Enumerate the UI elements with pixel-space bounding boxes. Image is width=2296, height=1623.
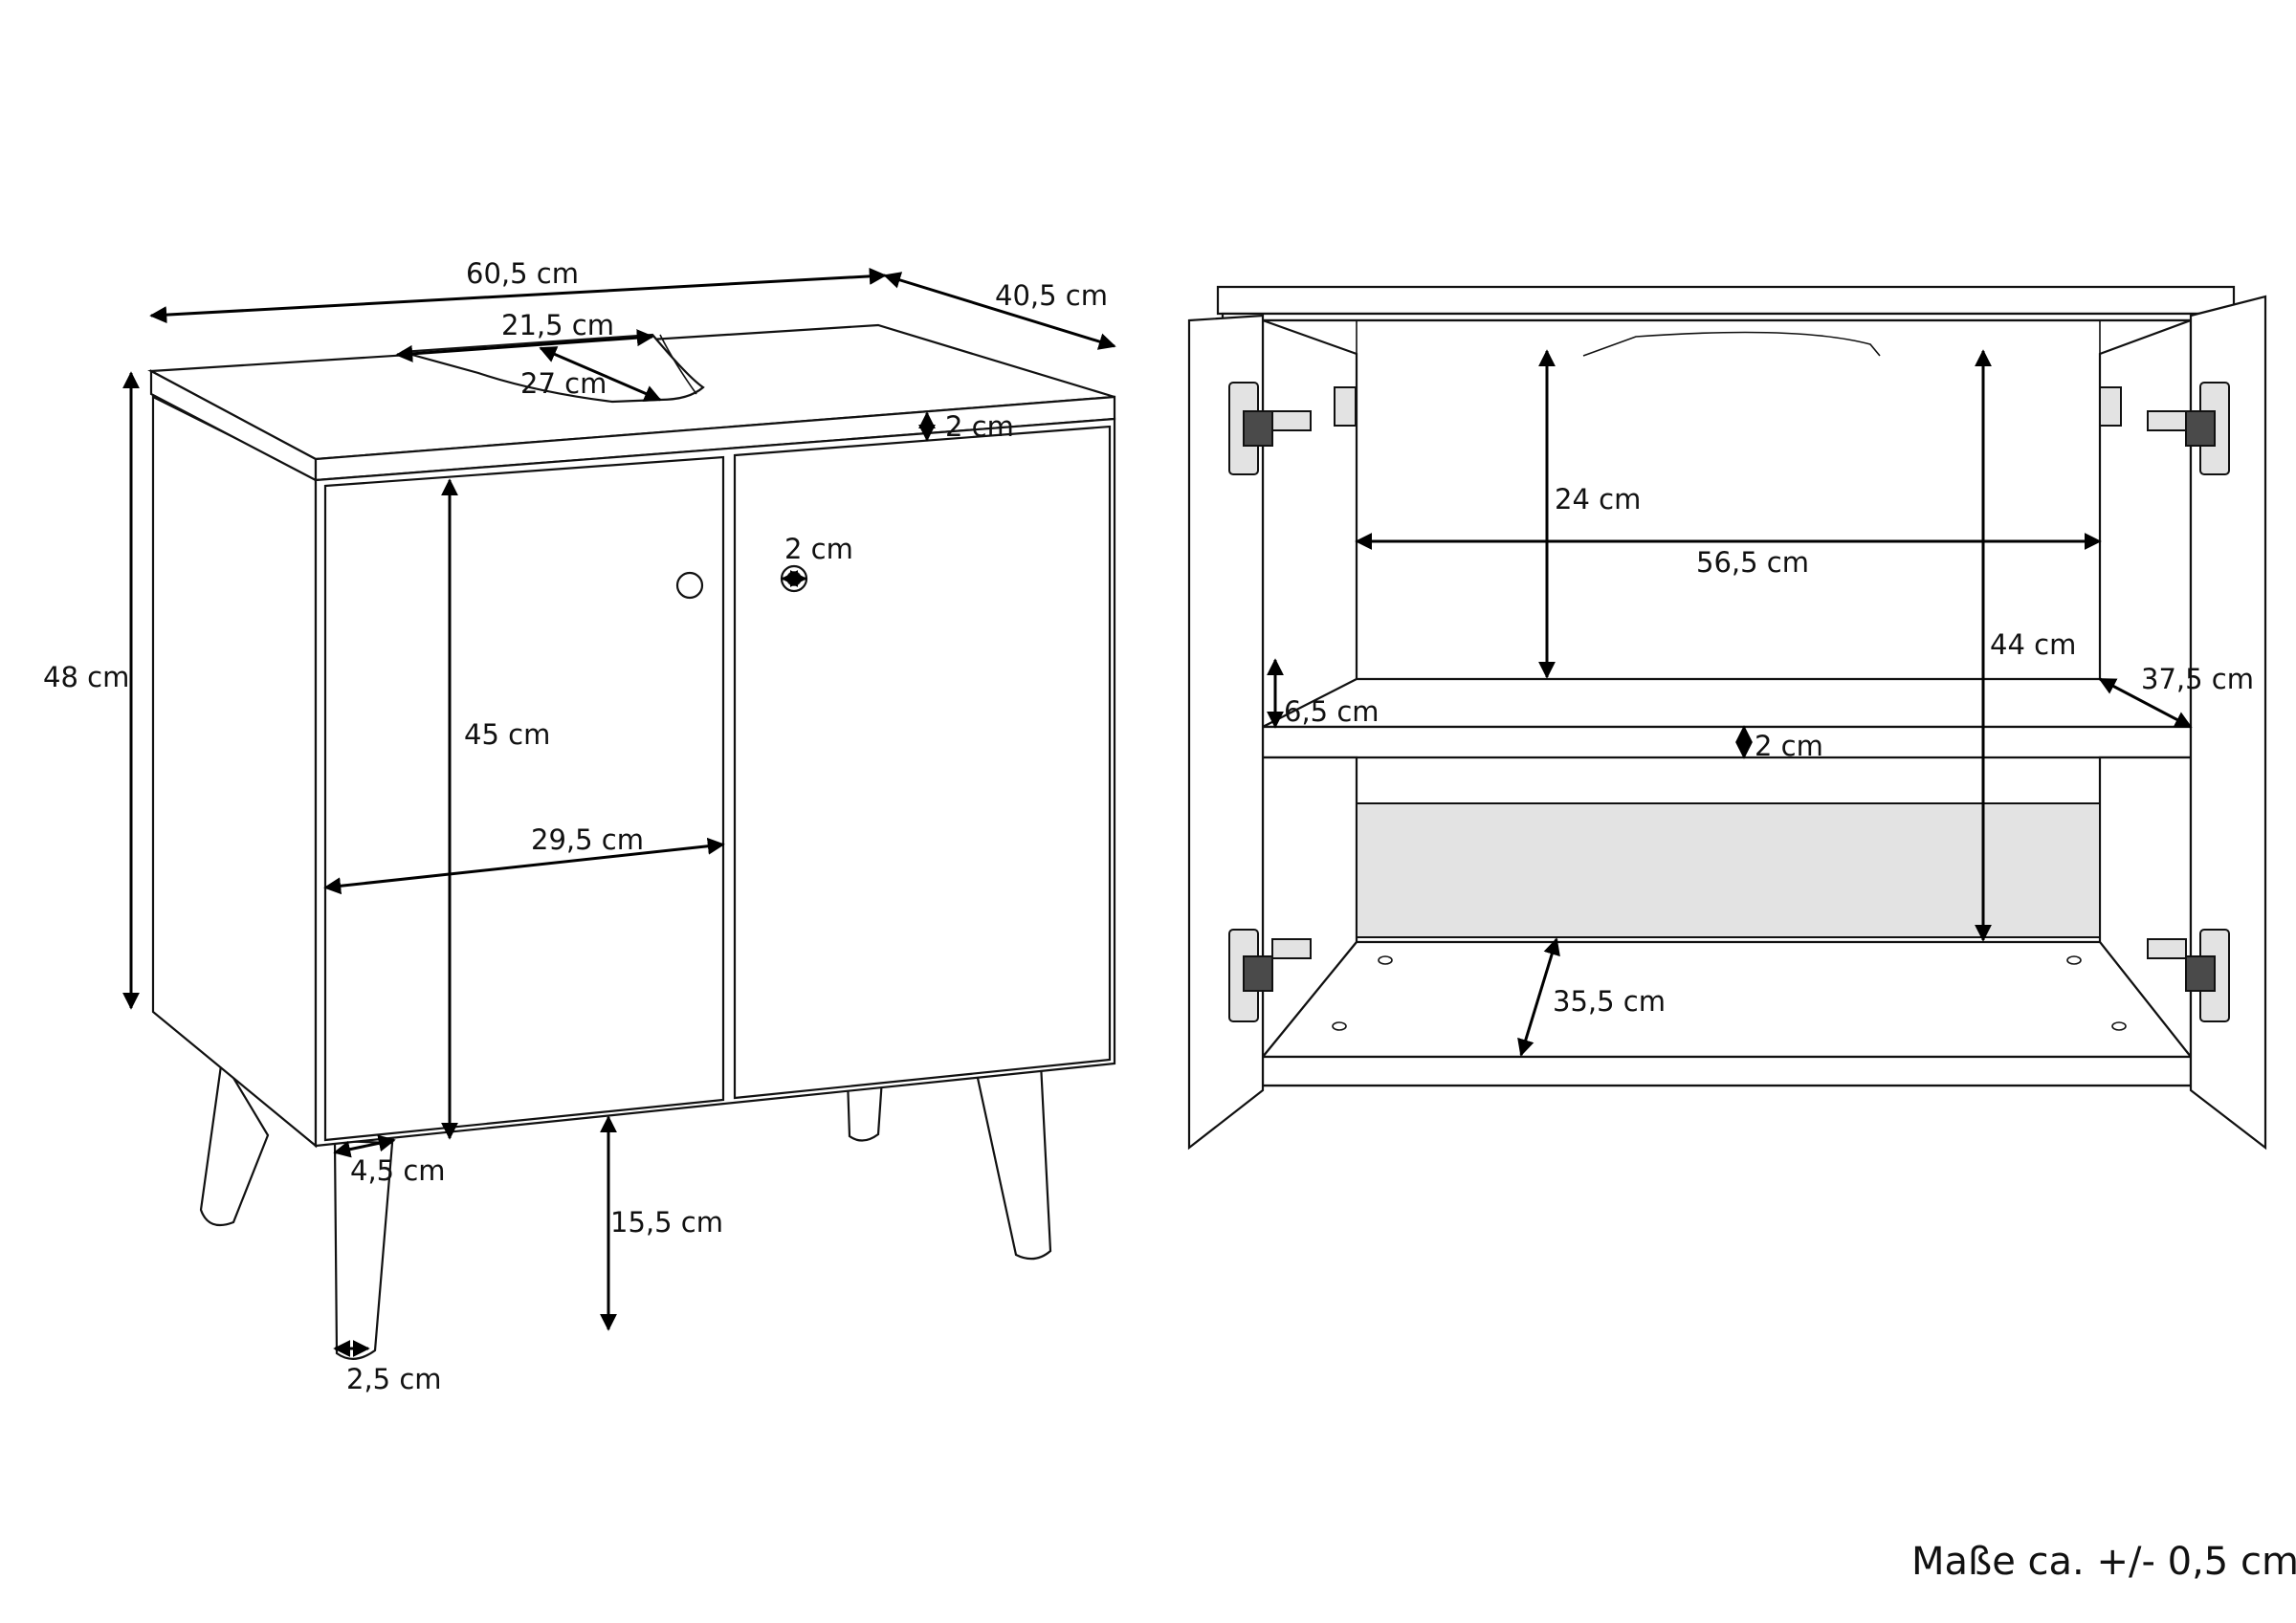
bottom-depth-label: 35,5 cm <box>1553 985 1666 1018</box>
cutout-depth-label: 27 cm <box>520 367 607 400</box>
right-dimension-lines <box>1267 349 2193 1057</box>
height-label: 48 cm <box>43 661 129 693</box>
left-dimension-lines <box>122 267 1116 1357</box>
depth-label: 40,5 cm <box>995 279 1108 312</box>
shelf-depth-label: 37,5 cm <box>2141 663 2254 695</box>
open-cabinet-view: 24 cm 56,5 cm 44 cm 37,5 cm 6,5 cm 2 cm … <box>1187 285 2267 1151</box>
cabinet-legs <box>199 1055 1052 1360</box>
door-height-label: 45 cm <box>464 718 550 751</box>
floor-holes <box>1332 955 2127 1031</box>
shelf-thickness-label: 2 cm <box>1755 730 1823 762</box>
tolerance-note: Maße ca. +/- 0,5 cm <box>1911 1540 2296 1584</box>
cutout-width-label: 21,5 cm <box>501 309 614 341</box>
open-top-slab <box>1216 285 2236 316</box>
leg-height-label: 15,5 cm <box>610 1206 723 1239</box>
left-door <box>323 455 725 1142</box>
knob-label: 2 cm <box>784 533 853 565</box>
top-thickness-label: 2 cm <box>945 410 1014 443</box>
hinges <box>1228 382 2230 1022</box>
inner-left-wall <box>1261 318 1358 729</box>
shelf-offset-label: 6,5 cm <box>1284 695 1380 728</box>
back-panel <box>1356 802 2101 938</box>
left-door-knob <box>675 571 704 600</box>
width-label: 60,5 cm <box>466 257 579 290</box>
closed-cabinet-view: 60,5 cm 40,5 cm 21,5 cm 27 cm 2 cm 48 cm… <box>43 257 1116 1395</box>
inner-width-label: 56,5 cm <box>1696 546 1809 579</box>
cabinet-side-panel <box>151 395 318 1149</box>
door-width-label: 29,5 cm <box>531 823 644 856</box>
leg-width-label: 2,5 cm <box>346 1363 442 1395</box>
right-door <box>733 425 1112 1100</box>
inner-height-label: 44 cm <box>1990 628 2076 661</box>
upper-height-label: 24 cm <box>1555 483 1641 515</box>
middle-shelf <box>1261 677 2193 759</box>
leg-inset-label: 4,5 cm <box>350 1154 446 1187</box>
bottom-floor <box>1260 940 2194 1059</box>
